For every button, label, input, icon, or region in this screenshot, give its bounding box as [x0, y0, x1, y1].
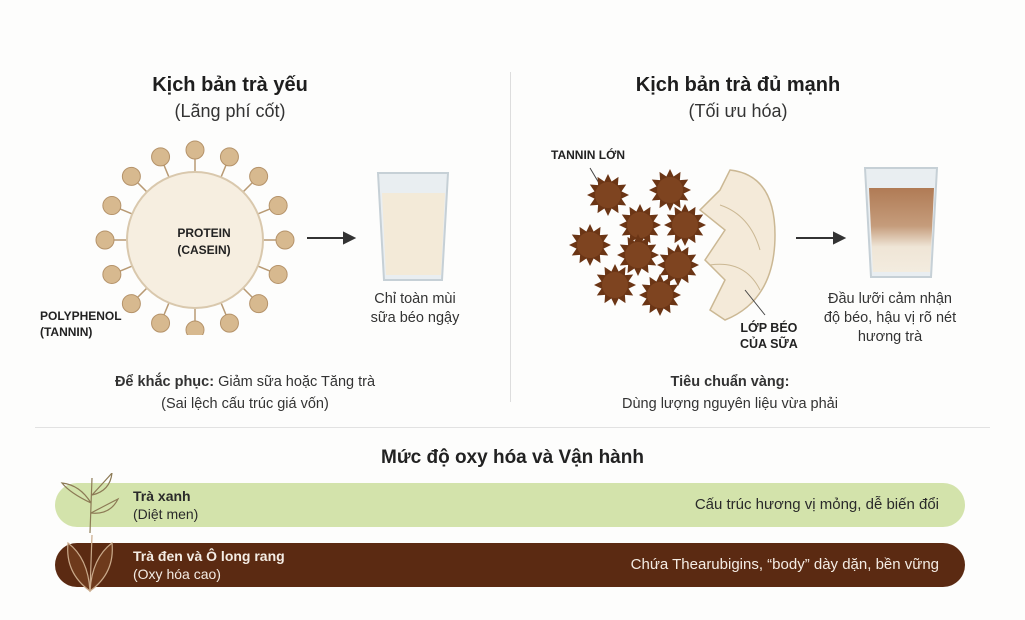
strong-result-line3: hương trà: [857, 329, 923, 345]
vertical-divider: [510, 72, 511, 402]
casein-protein-blob: [126, 171, 264, 309]
tannin-molecule: [219, 147, 239, 167]
casein-label: (CASEIN): [177, 243, 231, 257]
milk-tea-glass-icon: [863, 167, 939, 278]
tannin-molecule: [185, 320, 205, 335]
black-tea-desc: Chứa Thearubigins, “body” dày dặn, bền v…: [630, 556, 939, 573]
green-tea-name: Trà xanh: [133, 488, 191, 504]
tannin-molecule: [102, 264, 122, 284]
tannin-molecule: [151, 313, 171, 333]
protein-label: PROTEIN: [177, 226, 231, 240]
casein-tannin-illustration: [95, 140, 450, 335]
weak-result-line2: sữa béo ngậy: [370, 310, 460, 326]
green-tea-bar: Trà xanh (Diệt men) Cấu trúc hương vị mỏn…: [55, 473, 965, 534]
arrow-icon: [307, 231, 357, 245]
strong-result-line1: Đầu lưỡi cảm nhận: [828, 291, 952, 307]
fix-label: Để khắc phục:: [114, 374, 215, 390]
black-tea-note: (Oxy hóa cao): [133, 566, 221, 582]
tannin-molecule: [275, 230, 295, 250]
tea-leaf-icon: [67, 534, 113, 593]
tannin-molecule: [249, 166, 269, 186]
oxidation-heading: Mức độ oxy hóa và Vận hành: [381, 447, 644, 468]
fix-note: (Sai lệch cấu trúc giá vốn): [161, 396, 329, 412]
weak-result-line1: Chỉ toàn mùi: [374, 291, 456, 307]
tannin-molecule: [121, 166, 141, 186]
tannin-fat-illustration: [569, 167, 939, 321]
strong-result-line2: độ béo, hậu vị rõ nét: [823, 310, 957, 326]
strong-tea-title: Kịch bản trà đủ mạnh: [635, 74, 841, 96]
milk-fat-layer: [698, 169, 776, 321]
gold-standard-text: Dùng lượng nguyên liệu vừa phải: [622, 396, 838, 412]
tannin-molecule: [268, 196, 288, 216]
green-tea-desc: Cấu trúc hương vị mỏng, dễ biến đổi: [694, 496, 939, 513]
gold-standard-label: Tiêu chuẩn vàng:: [670, 374, 790, 390]
tannin-molecule: [121, 294, 141, 314]
milk-glass-icon: [376, 172, 450, 281]
tannin-molecule: [95, 230, 115, 250]
arrow-icon: [796, 231, 847, 245]
black-tea-name: Trà đen và Ô long rang: [133, 548, 285, 564]
strong-tea-subtitle: (Tối ưu hóa): [688, 101, 788, 121]
horizontal-divider: [35, 427, 990, 428]
fix-text: Giảm sữa hoặc Tăng trà: [214, 374, 376, 390]
black-oolong-tea-bar: Trà đen và Ô long rang (Oxy hóa cao) Chứa…: [55, 534, 965, 593]
polyphenol-label: POLYPHENOL: [40, 309, 122, 323]
tannin-molecule: [102, 196, 122, 216]
tannin-molecule: [219, 313, 239, 333]
tannin-label: (TANNIN): [40, 325, 93, 339]
tannin-molecule: [185, 140, 205, 160]
weak-tea-subtitle: (Lãng phí cốt): [174, 101, 286, 121]
big-tannin-label: TANNIN LỚN: [551, 148, 626, 162]
fat-label-line2: CỦA SỮA: [740, 337, 798, 351]
fat-label-line1: LỚP BÉO: [740, 321, 798, 335]
tannin-molecule: [268, 264, 288, 284]
tannin-molecule: [249, 294, 269, 314]
tannin-molecule: [151, 147, 171, 167]
weak-tea-title: Kịch bản trà yếu: [152, 74, 308, 96]
green-tea-note: (Diệt men): [133, 506, 199, 522]
tea-leaf-icon: [60, 473, 120, 534]
